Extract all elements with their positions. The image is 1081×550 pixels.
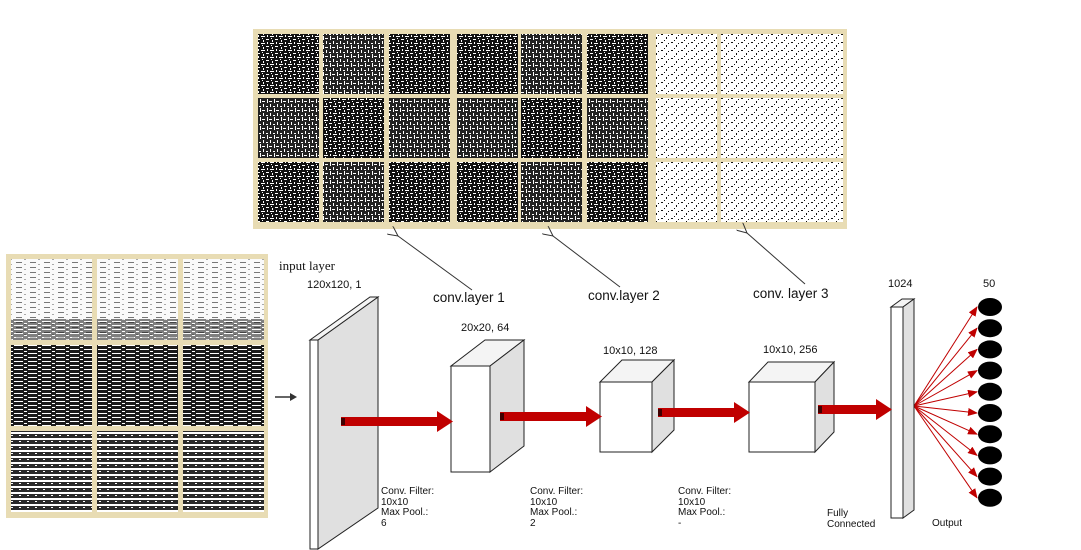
- feature-map-tile: [457, 34, 518, 94]
- output-node: [978, 340, 1002, 358]
- feature-map-tile: [457, 162, 518, 222]
- fc-caption-line: Connected: [827, 520, 875, 531]
- spectrogram-band: [97, 319, 178, 340]
- input-arrow: [275, 393, 297, 401]
- spectrogram-band: [183, 319, 264, 340]
- output-node: [978, 404, 1002, 422]
- input-spectrogram-tile: [97, 431, 178, 512]
- feature-map-tile: [258, 162, 319, 222]
- conv-layer-3-size: 10x10, 256: [763, 344, 817, 356]
- input-spectrogram-tile: [11, 345, 92, 426]
- param-label: Conv. Filter:: [381, 487, 434, 498]
- pointer-line-2: [553, 236, 620, 287]
- input-spectrogram-tile: [183, 431, 264, 512]
- output-node: [978, 468, 1002, 486]
- conv-layer-2-title: conv.layer 2: [588, 290, 660, 302]
- fc-caption-line: Fully: [827, 509, 875, 520]
- feature-map-tile: [721, 34, 782, 94]
- output-connection-line: [914, 406, 977, 413]
- output-connection-line: [914, 349, 977, 406]
- fc-layer-size: 1024: [888, 278, 912, 290]
- conv-params-1: Conv. Filter: 10x10 Max Pool.: 6: [381, 487, 434, 529]
- feature-map-tile: [457, 98, 518, 158]
- feature-map-tile: [323, 162, 384, 222]
- conv-layer-3-title: conv. layer 3: [753, 288, 829, 300]
- conv-layer-2-size: 10x10, 128: [603, 345, 657, 357]
- input-spectrogram-tile: [183, 345, 264, 426]
- feature-map-tile: [656, 162, 717, 222]
- param-value: 6: [381, 519, 434, 530]
- input-layer-size: 120x120, 1: [307, 279, 361, 291]
- feature-map-tile: [782, 162, 843, 222]
- output-node: [978, 425, 1002, 443]
- feature-map-tile: [587, 98, 648, 158]
- output-node: [978, 298, 1002, 316]
- feature-map-tile: [656, 34, 717, 94]
- feature-map-tile: [782, 98, 843, 158]
- output-node: [978, 362, 1002, 380]
- feature-map-tile: [782, 34, 843, 94]
- conv-params-2: Conv. Filter: 10x10 Max Pool.: 2: [530, 487, 583, 529]
- conv-params-3: Conv. Filter: 10x10 Max Pool.: -: [678, 487, 731, 529]
- fc-caption: Fully Connected: [827, 509, 875, 530]
- output-layer-size: 50: [983, 278, 995, 290]
- output-caption: Output: [932, 519, 962, 530]
- input-spectrogram-tile: [97, 345, 178, 426]
- input-layer-title: input layer: [279, 260, 335, 272]
- feature-map-tile: [721, 162, 782, 222]
- feature-map-tile: [323, 34, 384, 94]
- feature-map-tile: [258, 34, 319, 94]
- feature-map-tile: [656, 98, 717, 158]
- output-node: [978, 319, 1002, 337]
- conv-layer-1-title: conv.layer 1: [433, 292, 505, 304]
- feature-map-tile: [521, 98, 582, 158]
- feature-map-tile: [521, 34, 582, 94]
- pointer-line-1: [398, 236, 472, 290]
- feature-map-tile: [258, 98, 319, 158]
- output-node: [978, 446, 1002, 464]
- param-label: Max Pool.:: [381, 508, 434, 519]
- param-label: Max Pool.:: [678, 508, 731, 519]
- feature-map-tile: [721, 98, 782, 158]
- output-node: [978, 383, 1002, 401]
- output-connection-line: [914, 406, 977, 477]
- output-connection-line: [914, 406, 977, 455]
- feature-map-tile: [389, 162, 450, 222]
- conv-layer-2-block: [600, 360, 674, 452]
- input-spectrogram-tile: [11, 431, 92, 512]
- conv-layer-1-block: [451, 340, 524, 472]
- conv-layer-1-size: 20x20, 64: [461, 322, 509, 334]
- feature-map-tile: [389, 98, 450, 158]
- feature-map-tile: [323, 98, 384, 158]
- pointer-line-3: [747, 233, 805, 284]
- output-connection-line: [914, 371, 977, 406]
- param-value: -: [678, 519, 731, 530]
- output-connection-line: [914, 307, 977, 406]
- spectrogram-band: [11, 319, 92, 340]
- param-label: Conv. Filter:: [678, 487, 731, 498]
- feature-map-tile: [521, 162, 582, 222]
- output-node: [978, 489, 1002, 507]
- param-label: Max Pool.:: [530, 508, 583, 519]
- feature-map-tile: [587, 162, 648, 222]
- feature-map-tile: [587, 34, 648, 94]
- fully-connected-block: [891, 299, 914, 518]
- param-label: Conv. Filter:: [530, 487, 583, 498]
- param-value: 2: [530, 519, 583, 530]
- feature-map-tile: [389, 34, 450, 94]
